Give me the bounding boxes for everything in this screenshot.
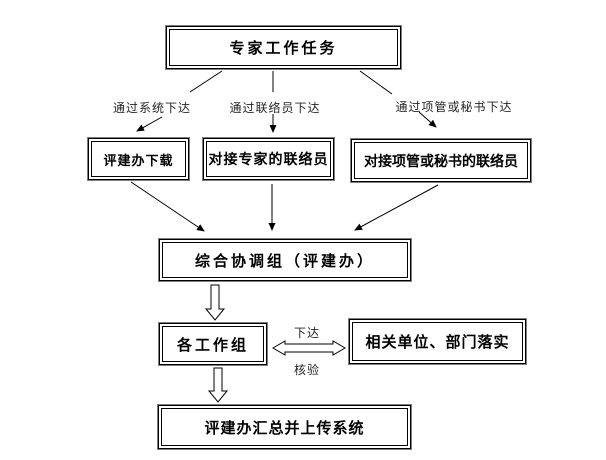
edge-label-issue: 下达 xyxy=(293,326,321,340)
node-liaison-expert: 对接专家的联络员 xyxy=(202,137,335,181)
arrow-task-to-download-lower xyxy=(136,116,163,132)
arrow-download-to-coordination xyxy=(130,181,205,232)
hollow-arrow-coordination-to-workgroups xyxy=(204,284,226,321)
node-office-download-label: 评建办下载 xyxy=(91,141,186,177)
hollow-arrow-workgroups-to-summary xyxy=(207,367,229,403)
node-liaison-pm-secretary-label: 对接项管或秘书的联络员 xyxy=(354,142,528,179)
edge-label-via-liaison: 通过联络员下达 xyxy=(229,101,321,115)
node-liaison-pm-secretary: 对接项管或秘书的联络员 xyxy=(350,138,532,183)
edge-label-via-pm-secretary: 通过项管或秘书下达 xyxy=(395,100,513,114)
arrow-pm-to-coordination xyxy=(354,184,439,231)
hollow-arrow-workgroups-units-bidirectional xyxy=(272,340,346,356)
node-expert-task-label: 专家工作任务 xyxy=(169,29,398,66)
node-expert-task: 专家工作任务 xyxy=(165,25,402,70)
arrow-task-to-pm-lower xyxy=(418,111,437,128)
node-coordination-group-label: 综合协调组（评建办） xyxy=(162,242,408,278)
node-related-units-label: 相关单位、部门落实 xyxy=(352,322,523,361)
node-summary-upload: 评建办汇总并上传系统 xyxy=(157,404,412,450)
arrow-task-to-pm-upper xyxy=(359,70,393,95)
node-related-units: 相关单位、部门落实 xyxy=(348,318,527,365)
node-workgroups-label: 各工作组 xyxy=(162,326,264,362)
node-coordination-group: 综合协调组（评建办） xyxy=(158,238,412,282)
node-workgroups: 各工作组 xyxy=(158,322,268,366)
edge-label-via-system: 通过系统下达 xyxy=(112,101,192,115)
node-summary-upload-label: 评建办汇总并上传系统 xyxy=(161,408,408,446)
edge-label-verify: 核验 xyxy=(293,363,321,377)
node-office-download: 评建办下载 xyxy=(87,137,190,181)
arrow-task-to-download-upper xyxy=(189,70,223,93)
node-liaison-expert-label: 对接专家的联络员 xyxy=(206,141,331,177)
